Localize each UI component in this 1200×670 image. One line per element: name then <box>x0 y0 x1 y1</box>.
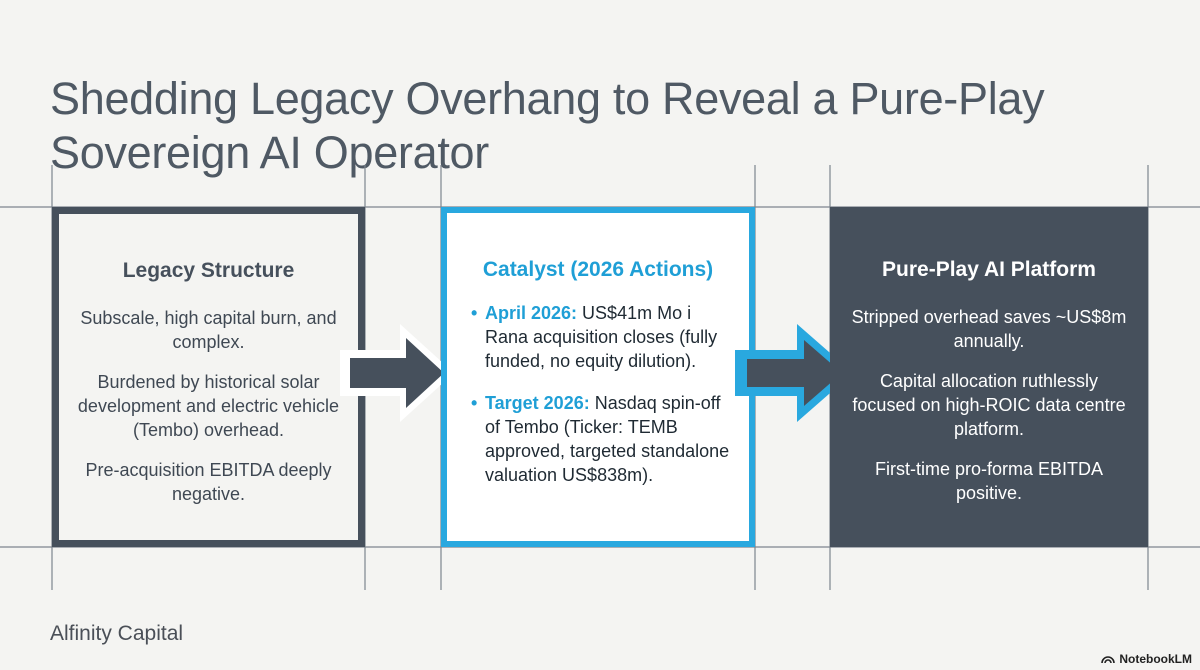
bullet-dot-icon: • <box>471 303 478 323</box>
legacy-point: Subscale, high capital burn, and complex… <box>80 308 337 352</box>
legacy-point: Burdened by historical solar development… <box>77 372 340 440</box>
notebooklm-badge: NotebookLM <box>1101 652 1192 666</box>
catalyst-bullet-list: • April 2026: US$41m Mo i Rana acquisiti… <box>447 301 749 487</box>
pure-play-point: First-time pro-forma EBITDA positive. <box>874 459 1104 503</box>
legacy-point: Pre-acquisition EBITDA deeply negative. <box>85 460 332 504</box>
catalyst-bullet-item: • Target 2026: Nasdaq spin-off of Tembo … <box>471 391 731 487</box>
legacy-structure-card: Legacy Structure Subscale, high capital … <box>52 207 365 547</box>
catalyst-bullet-text: Nasdaq spin-off of Tembo (Ticker: TEMB a… <box>485 393 730 485</box>
right-arrow-icon <box>735 324 853 422</box>
pure-play-card: Pure-Play AI Platform Stripped overhead … <box>830 207 1148 547</box>
notebooklm-logo-icon <box>1101 656 1116 664</box>
slide-title: Shedding Legacy Overhang to Reveal a Pur… <box>50 72 1150 180</box>
catalyst-card: Catalyst (2026 Actions) • April 2026: US… <box>441 207 755 547</box>
catalyst-bullet-text: US$41m Mo i Rana acquisition closes (ful… <box>485 303 718 371</box>
slide-title-line-2: Sovereign AI Operator <box>50 127 489 179</box>
brand-name: Alfinity Capital <box>50 622 184 645</box>
notebooklm-label: NotebookLM <box>1119 652 1192 666</box>
catalyst-bullet-lead: Target 2026: <box>485 393 590 413</box>
pure-play-point: Capital allocation ruthlessly focused on… <box>852 371 1126 439</box>
bullet-dot-icon: • <box>471 393 478 413</box>
right-arrow-icon <box>340 324 454 422</box>
pure-play-heading: Pure-Play AI Platform <box>882 258 1096 281</box>
pure-play-point: Stripped overhead saves ~US$8m annually. <box>851 307 1127 351</box>
catalyst-bullet-lead: April 2026: <box>485 303 578 323</box>
legacy-structure-heading: Legacy Structure <box>122 259 295 282</box>
slide-title-line-1: Shedding Legacy Overhang to Reveal a Pur… <box>50 73 1045 125</box>
catalyst-heading: Catalyst (2026 Actions) <box>482 258 714 281</box>
catalyst-bullet-item: • April 2026: US$41m Mo i Rana acquisiti… <box>471 301 731 373</box>
